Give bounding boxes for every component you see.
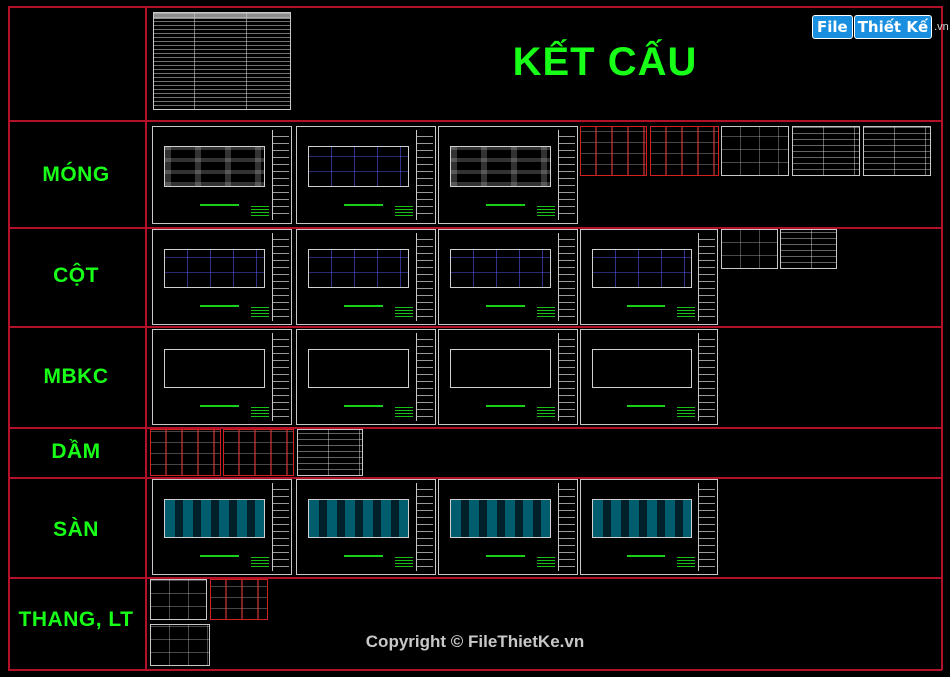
sheet-foundation-plan-3[interactable] <box>438 126 578 224</box>
grid-line-label-col <box>145 6 147 670</box>
grid-line-row-1 <box>8 120 942 122</box>
sheet-tank-detail[interactable] <box>150 624 210 666</box>
sheet-column-plan-3[interactable] <box>438 229 578 325</box>
grid-line-row-4 <box>8 427 942 429</box>
sheet-column-table[interactable] <box>780 229 837 269</box>
sheet-column-plan-4[interactable] <box>580 229 718 325</box>
row-label-dam: DẦM <box>51 440 101 463</box>
sheet-foundation-detail-3[interactable] <box>721 126 789 176</box>
row-label-san: SÀN <box>53 518 99 541</box>
sheet-beam-detail-2[interactable] <box>223 429 294 476</box>
sheet-column-detail[interactable] <box>721 229 778 269</box>
grid-line-bottom <box>8 669 942 671</box>
row-label-cot: CỘT <box>53 264 99 287</box>
grid-line-row-6 <box>8 577 942 579</box>
sheet-slab-plan-4[interactable] <box>580 479 718 575</box>
grid-line-row-5 <box>8 477 942 479</box>
grid-line-row-2 <box>8 227 942 229</box>
grid-line-right <box>941 6 943 670</box>
legend-table-thumbnail <box>153 12 291 110</box>
row-label-mong: MÓNG <box>42 163 110 186</box>
sheet-stair-detail-2[interactable] <box>210 579 268 620</box>
sheet-slab-plan-2[interactable] <box>296 479 436 575</box>
sheet-structural-plan-3[interactable] <box>438 329 578 425</box>
sheet-beam-detail-1[interactable] <box>150 429 221 476</box>
sheet-foundation-detail-2[interactable] <box>650 126 719 176</box>
sheet-structural-plan-2[interactable] <box>296 329 436 425</box>
page-title: KẾT CẤU <box>512 40 698 84</box>
logo-suffix: .vn <box>934 21 949 33</box>
sheet-column-plan-2[interactable] <box>296 229 436 325</box>
sheet-stair-detail-1[interactable] <box>150 579 207 620</box>
sheet-foundation-detail-1[interactable] <box>580 126 647 176</box>
grid-line-left <box>8 6 10 670</box>
sheet-foundation-table-1[interactable] <box>792 126 860 176</box>
watermark-logo: File Thiết Kế .vn <box>812 14 949 40</box>
row-label-thang: THANG, LT <box>18 608 134 631</box>
row-label-mbkc: MBKC <box>43 365 109 388</box>
logo-mark: File <box>812 15 853 39</box>
sheet-column-plan-1[interactable] <box>152 229 292 325</box>
sheet-foundation-plan-1[interactable] <box>152 126 292 224</box>
grid-line-row-3 <box>8 326 942 328</box>
sheet-slab-plan-1[interactable] <box>152 479 292 575</box>
sheet-structural-plan-4[interactable] <box>580 329 718 425</box>
copyright-watermark: Copyright © FileThietKe.vn <box>365 632 585 651</box>
logo-word: Thiết Kế <box>853 15 933 39</box>
sheet-foundation-table-2[interactable] <box>863 126 931 176</box>
sheet-structural-plan-1[interactable] <box>152 329 292 425</box>
sheet-slab-plan-3[interactable] <box>438 479 578 575</box>
grid-line-top <box>8 6 942 8</box>
sheet-beam-table[interactable] <box>297 429 363 476</box>
sheet-foundation-plan-2[interactable] <box>296 126 436 224</box>
